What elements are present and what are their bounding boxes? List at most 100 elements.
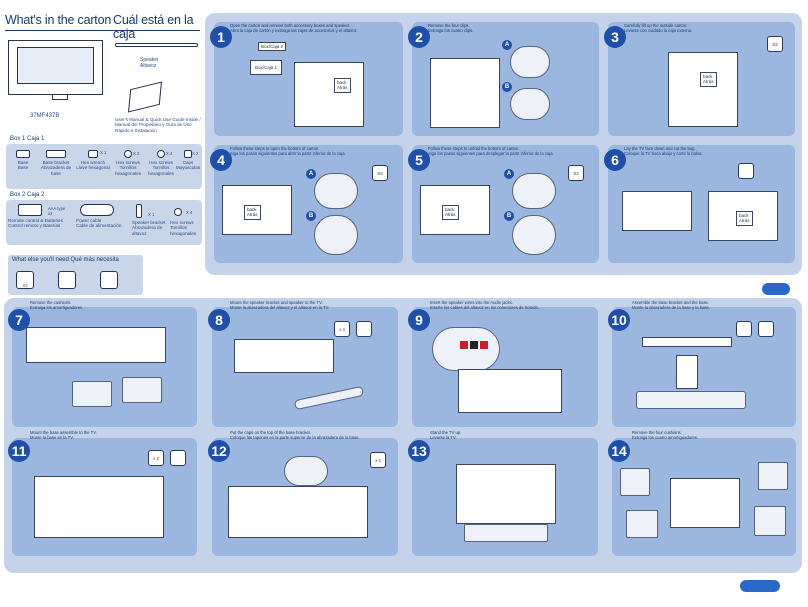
step-3-back-sticker: back Atrás (700, 72, 717, 87)
power-cable-icon (80, 204, 114, 216)
step-13-panel: 13 Stand the TV up. Levante la TV. (408, 430, 598, 556)
step-3-text: Carefully lift up the outside carton. Le… (624, 23, 693, 34)
step-4-text: Follow these steps to open the bottom of… (230, 146, 346, 157)
step-9-red-jack-icon (460, 341, 468, 349)
step-2-badge-a: A (502, 40, 512, 50)
step-4-detail-b (314, 215, 358, 255)
box2-label: Box 2 Caja 2 (10, 192, 45, 198)
step-3-number: 3 (604, 26, 626, 48)
box1-item-hex-screws-2: Hex screws Tornillos hexagonales X 2 (114, 150, 142, 176)
step-4-back-sticker: back Atrás (244, 205, 261, 220)
screw-icon (124, 150, 132, 158)
tv-stand (52, 95, 68, 100)
step-8-tv (234, 339, 334, 373)
manual-label: User's Manual & Quick Use Guide Inside /… (115, 117, 201, 133)
what-else-needed-panel: What else you'll need Qué más necesita X… (8, 255, 143, 295)
step-5-panel: 5 Follow these steps to unfold the botto… (408, 145, 599, 263)
step-10-bracket (676, 355, 698, 389)
step-14-cushion-bottom-right (754, 506, 786, 536)
speaker-bracket-icon (136, 204, 142, 218)
step-12-cap-icon: x 2 (370, 452, 386, 468)
box1-item-hex-wrench: Hex wrench Llave hexagonal X 1 (76, 150, 110, 171)
step-11-wrench-icon (170, 450, 186, 466)
step-2-text: Remove the four clips. Extraiga los cuat… (428, 23, 474, 34)
step-14-text: Remove the four cushions. Extraiga los c… (632, 430, 699, 441)
step-4-panel: 4 Follow these steps to open the bottom … (210, 145, 403, 263)
box1-item-hex-screws-4: Hex screws Tornillos hexagonales X 4 (147, 150, 175, 176)
step-6-number: 6 (604, 149, 626, 171)
step-8-speaker (293, 385, 365, 411)
step-10-top-bar (642, 337, 732, 347)
step-8-screw-icon: x 4 (334, 321, 350, 337)
step-1-number: 1 (210, 26, 232, 48)
step-4-badge-b: B (306, 211, 316, 221)
title-en: What's in the carton (5, 13, 112, 27)
step-7-tv-on-cushions (26, 327, 166, 363)
step-5-text: Follow these steps to unfold the bottom … (428, 146, 554, 157)
step-5-badge-b: B (504, 211, 514, 221)
screwdriver-icon: X2 (16, 271, 34, 289)
step-7-text: Remove the cushions. Extraiga los amorti… (30, 300, 84, 311)
step-6-tv-on-cushions (622, 191, 692, 231)
step-9-number: 9 (408, 309, 430, 331)
screw-icon (157, 150, 165, 158)
step-1-panel: 1 Open the carton and remove both access… (210, 22, 403, 136)
step-4-carton (222, 185, 292, 235)
step-7-cushion-right (122, 377, 162, 403)
step-10-panel: 10 Assemble the base bracket and the bas… (608, 300, 796, 427)
step-1-box1-sticker: Box/Caja 1 (250, 60, 283, 76)
step-11-panel: 11 Mount the base assemble to the TV. Mo… (8, 430, 197, 556)
manual-illustration (127, 81, 163, 113)
step-7-number: 7 (8, 309, 30, 331)
step-10-number: 10 (608, 309, 630, 331)
step-5-badge-a: A (504, 169, 514, 179)
step-5-detail-b (512, 215, 556, 255)
step-6-scissors-icon (738, 163, 754, 179)
remote-icon (18, 204, 42, 216)
box2-item-power-cable: Power cable Cable de alimentación (76, 204, 128, 229)
step-5-number: 5 (408, 149, 430, 171)
step-7-panel: 7 Remove the cushions. Extraiga los amor… (8, 300, 197, 427)
speaker-label: Speaker Altavoz (140, 57, 159, 69)
step-5-back-sticker: back Atrás (442, 205, 459, 220)
step-13-tv-standing (456, 464, 556, 524)
need-label: What else you'll need Qué más necesita (12, 257, 119, 263)
step-4-detail-a (314, 173, 358, 209)
step-13-number: 13 (408, 440, 430, 462)
step-2-carton (430, 58, 500, 128)
box1-item-base: Base Base (10, 150, 36, 171)
step-4-tool-icon: X2 (372, 165, 388, 181)
step-1-box2-sticker: Box/Caja 2 (258, 42, 287, 52)
step-2-panel: 2 Remove the four clips. Extraiga los cu… (408, 22, 599, 136)
step-9-audio-jack-detail (432, 327, 500, 371)
step-10-text: Assemble the base bracket and the base. … (632, 300, 710, 311)
step-9-red-jack-2-icon (480, 341, 488, 349)
scissors-icon (58, 271, 76, 289)
speaker-illustration (115, 43, 198, 47)
step-10-screwdriver-icon (736, 321, 752, 337)
tv-screen (17, 47, 94, 84)
step-6-back-sticker: back Atrás (736, 211, 753, 226)
step-14-panel: 14 Remove the four cushions. Extraiga lo… (608, 430, 796, 556)
step-3-panel: 3 Carefully lift up the outside carton. … (604, 22, 795, 136)
step-5-detail-a (512, 173, 556, 209)
wrench-icon (100, 271, 118, 289)
step-2-badge-b: B (502, 82, 512, 92)
screw-icon (174, 208, 182, 216)
box2-item-hex-screws: Hex screws Tornillos hexagonales X 4 (170, 208, 197, 236)
step-14-number: 14 (608, 440, 630, 462)
step-3-tool-icon: X2 (767, 36, 783, 52)
step-14-cushion-top-left (620, 468, 650, 496)
step-12-cap-detail (284, 456, 328, 486)
step-4-number: 4 (210, 149, 232, 171)
step-12-panel: 12 Put the caps on the top of the base b… (208, 430, 398, 556)
tv-illustration (8, 40, 103, 95)
step-13-text: Stand the TV up. Levante la TV. (430, 430, 462, 441)
step-12-text: Put the caps on the top of the base brac… (230, 430, 360, 441)
step-12-number: 12 (208, 440, 230, 462)
step-6-panel: 6 Lay the TV face down and cut the bag. … (604, 145, 795, 263)
step-11-screw-icon: x 2 (148, 450, 164, 466)
step-1-carton (294, 62, 364, 127)
next-page-arrow-bottom-icon (740, 580, 780, 592)
step-11-number: 11 (8, 440, 30, 462)
